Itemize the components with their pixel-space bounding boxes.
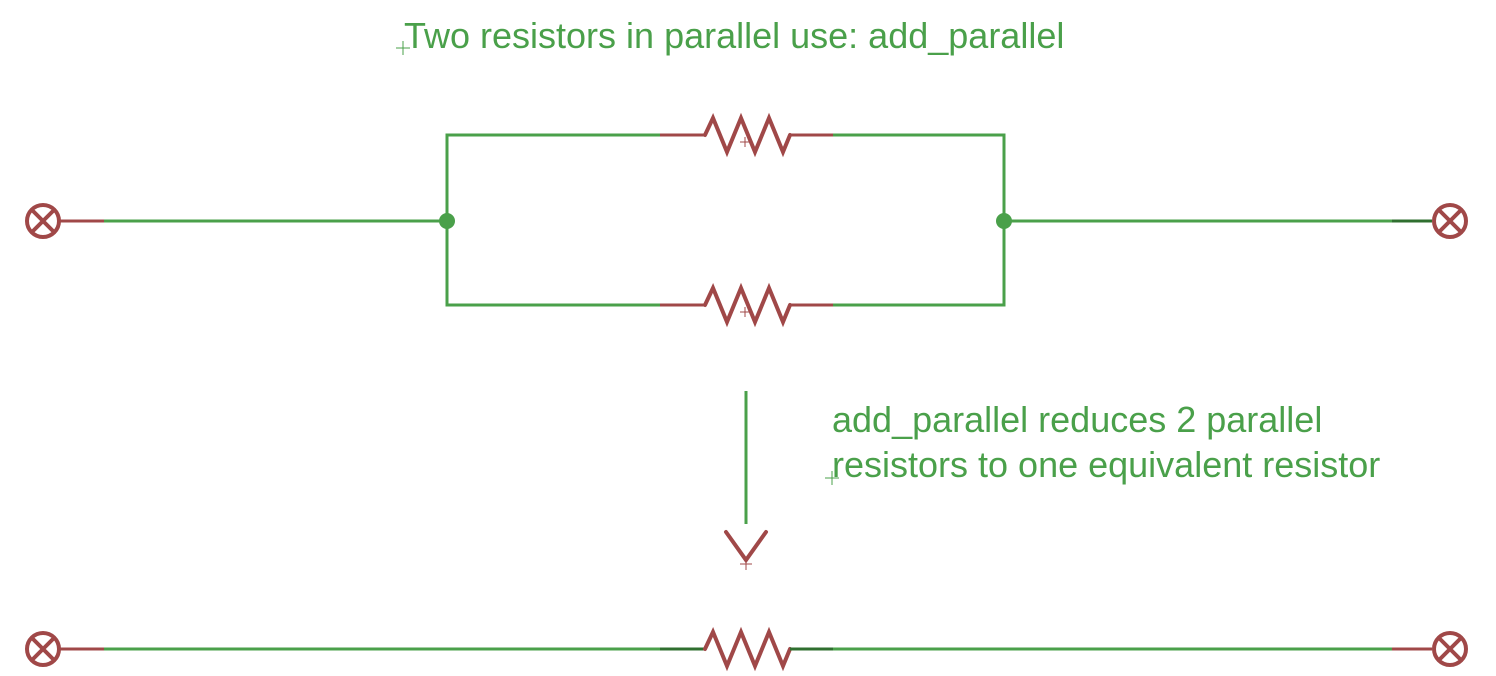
resistor-equivalent[interactable]	[660, 626, 833, 672]
note-line-1: add_parallel reduces 2 parallel	[832, 399, 1322, 440]
left-branch-wire	[445, 133, 660, 307]
note-origin-marker	[825, 471, 839, 485]
right-branch-wire	[833, 133, 1006, 307]
resistor-top[interactable]	[660, 112, 833, 158]
text-origin-marker	[396, 41, 410, 55]
right-terminal-top[interactable]	[1392, 203, 1468, 239]
down-arrow-icon	[724, 391, 768, 570]
diagram-title: Two resistors in parallel use: add_paral…	[404, 15, 1064, 56]
left-terminal-top[interactable]	[25, 203, 104, 239]
resistor-bottom[interactable]	[660, 282, 833, 328]
parallel-circuit	[25, 112, 1468, 328]
right-terminal-bottom[interactable]	[1392, 631, 1468, 667]
equivalent-circuit	[25, 626, 1468, 672]
left-terminal-bottom[interactable]	[25, 631, 104, 667]
note-line-2: resistors to one equivalent resistor	[832, 444, 1380, 485]
